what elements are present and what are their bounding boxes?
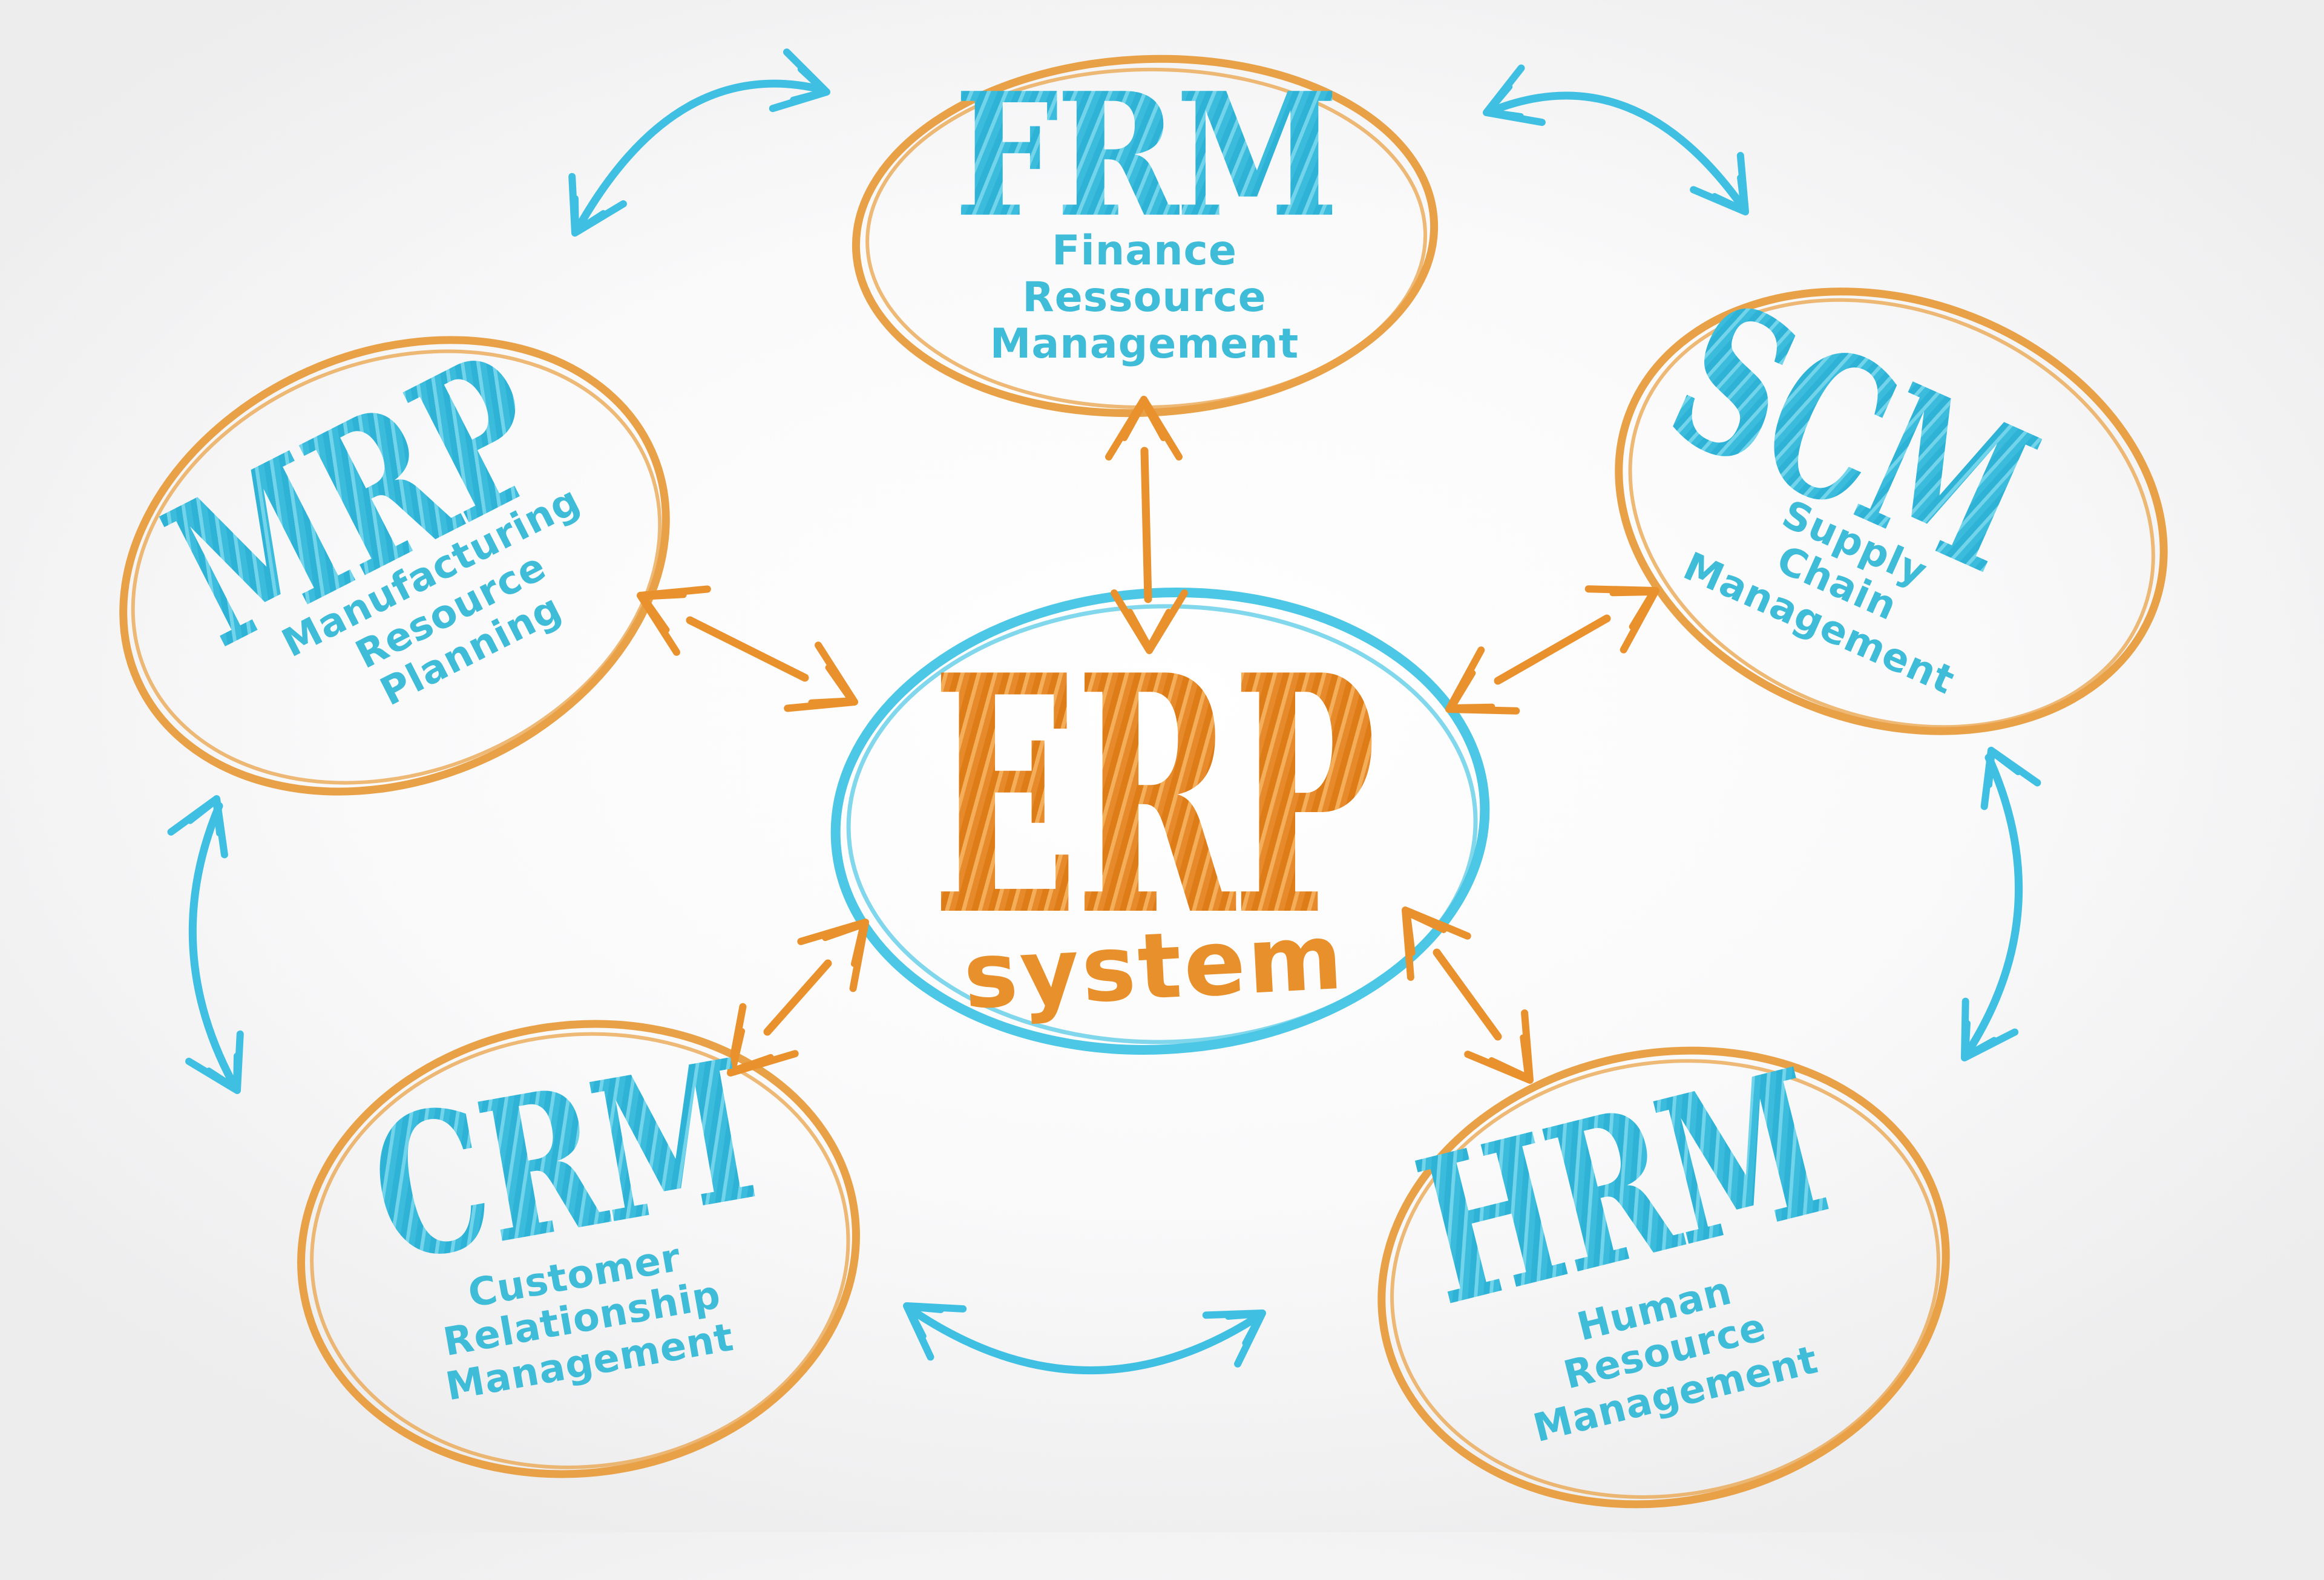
- erp-circle: [830, 588, 1490, 1055]
- arrow-mrp-crm: [171, 787, 263, 1104]
- arrow-erp-mrp: [625, 564, 870, 733]
- arrow-crm-hrm: [890, 1282, 1278, 1374]
- blue-arrows: [171, 52, 2038, 1374]
- frm-ellipse: [852, 54, 1439, 418]
- erp-diagram: FRM Finance Ressource Management SCM Sup…: [119, 0, 2168, 1509]
- orange-arrows: [625, 399, 1673, 1101]
- arrow-mrp-frm: [550, 52, 834, 246]
- arrow-erp-crm: [704, 899, 891, 1096]
- scm-ellipse: [1615, 287, 2168, 735]
- arrow-frm-scm: [1476, 68, 1769, 229]
- module-ellipses: [119, 54, 2168, 1509]
- arrow-scm-hrm: [1940, 738, 2037, 1073]
- mrp-ellipse: [119, 336, 670, 796]
- diagram-shapes-layer: [119, 0, 2168, 1509]
- hrm-ellipse: [1377, 1046, 1950, 1509]
- crm-ellipse: [297, 1020, 860, 1478]
- arrow-erp-hrm: [1377, 890, 1558, 1101]
- arrow-erp-frm: [1109, 399, 1184, 651]
- arrow-erp-scm: [1431, 560, 1673, 739]
